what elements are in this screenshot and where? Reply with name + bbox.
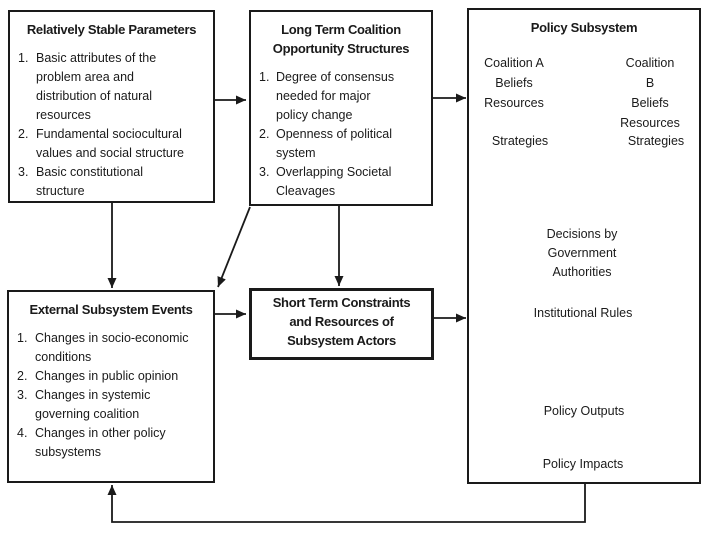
list-item: 1. Changes in socio-economic conditions — [17, 331, 189, 364]
policy-outputs-label: Policy Outputs — [543, 404, 625, 418]
list-item: 2. Fundamental sociocultural values and … — [18, 127, 184, 160]
list-item: 1. Basic attributes of the problem area … — [18, 51, 157, 122]
decisions-by-government-authorities-label: Decisions by Government Authorities — [546, 227, 618, 279]
list-item: 2. Openness of political system — [259, 127, 393, 160]
strategies-b-label: Strategies — [627, 134, 685, 148]
box-short-term-constraints: Short Term Constraints and Resources of … — [249, 288, 434, 360]
policy-subsystem-title: Policy Subsystem — [530, 20, 638, 35]
longterm-box-title: Long Term Coalition Opportunity Structur… — [272, 22, 410, 56]
longterm-box-list: 1. Degree of consensus needed for major … — [251, 58, 431, 201]
list-item: 3. Overlapping Societal Cleavages — [259, 165, 392, 198]
external-box-list: 1. Changes in socio-economic conditions … — [9, 319, 213, 462]
box-policy-subsystem: Policy Subsystem — [467, 8, 701, 484]
external-box-title: External Subsystem Events — [29, 302, 193, 317]
list-item: 3. Changes in systemic governing coaliti… — [17, 388, 151, 421]
arrow-longterm-to-external-diagonal — [217, 206, 251, 288]
stable-box-list: 1. Basic attributes of the problem area … — [10, 39, 213, 201]
list-item: 4. Changes in other policy subsystems — [17, 426, 166, 459]
box-long-term-coalition-opportunity-structures: Long Term Coalition Opportunity Structur… — [249, 10, 433, 206]
policy-impacts-label: Policy Impacts — [542, 457, 624, 471]
list-item: 1. Degree of consensus needed for major … — [259, 70, 395, 122]
coalition-b-label: Coalition B Beliefs Resources — [620, 56, 680, 130]
arrow-policy-feedback-to-external — [107, 484, 586, 523]
strategies-a-label: Strategies — [491, 134, 549, 148]
list-item: 2. Changes in public opinion — [17, 369, 179, 383]
shortterm-box-title: Short Term Constraints and Resources of … — [272, 295, 411, 348]
stable-box-title: Relatively Stable Parameters — [26, 22, 197, 37]
box-external-subsystem-events: External Subsystem Events 1. Changes in … — [7, 290, 215, 483]
coalition-a-label: Coalition A Beliefs Resources — [484, 56, 544, 110]
institutional-rules-label: Institutional Rules — [533, 306, 633, 320]
list-item: 3. Basic constitutional structure — [18, 165, 144, 198]
box-relatively-stable-parameters: Relatively Stable Parameters 1. Basic at… — [8, 10, 215, 203]
